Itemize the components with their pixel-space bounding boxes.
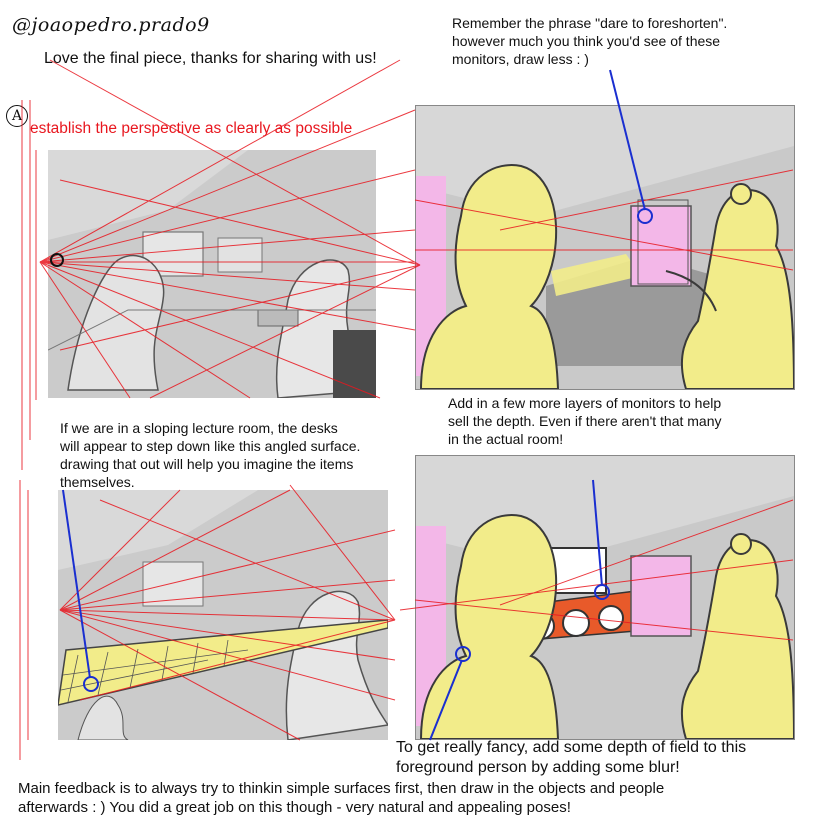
sloping-note: If we are in a sloping lecture room, the… — [60, 419, 360, 491]
layers-note-line: sell the depth. Even if there aren't tha… — [448, 413, 722, 429]
sketch-bottom-right — [416, 456, 794, 739]
layers-note: Add in a few more layers of monitors to … — [448, 394, 722, 448]
foreshorten-note-line: Remember the phrase "dare to foreshorten… — [452, 15, 728, 31]
greeting-text: Love the final piece, thanks for sharing… — [44, 50, 377, 67]
blur-note: To get really fancy, add some depth of f… — [396, 738, 746, 778]
panel-top-right — [415, 105, 795, 390]
main-feedback: Main feedback is to always try to thinki… — [18, 779, 664, 817]
perspective-lines — [19, 59, 794, 760]
blur-note-line: foreground person by adding some blur! — [396, 759, 680, 776]
sloping-note-line: drawing that out will help you imagine t… — [60, 456, 354, 472]
layers-note-line: Add in a few more layers of monitors to … — [448, 395, 722, 411]
foreshorten-note: Remember the phrase "dare to foreshorten… — [452, 14, 727, 68]
sketch-top-right — [416, 106, 794, 389]
panel-bottom-right — [415, 455, 795, 740]
sloping-note-line: themselves. — [60, 474, 135, 490]
blur-note-line: To get really fancy, add some depth of f… — [396, 739, 747, 756]
section-a-marker: A — [6, 105, 28, 127]
foreshorten-note-line: monitors, draw less : ) — [452, 51, 589, 67]
sloping-note-line: will appear to step down like this angle… — [60, 438, 361, 454]
layers-note-line: in the actual room! — [448, 431, 564, 447]
artist-handle: @joaopedro.prado9 — [12, 14, 210, 36]
sketch-top-left — [48, 150, 376, 398]
main-feedback-line: afterwards : ) You did a great job on th… — [18, 799, 571, 816]
vanishing-point-marker — [50, 253, 64, 267]
step-a-label: establish the perspective as clearly as … — [30, 120, 353, 137]
main-feedback-line: Main feedback is to always try to thinki… — [18, 780, 665, 797]
pointer-lines — [62, 69, 653, 741]
foreshorten-note-line: however much you think you'd see of thes… — [452, 33, 721, 49]
sloping-note-line: If we are in a sloping lecture room, the… — [60, 420, 338, 436]
